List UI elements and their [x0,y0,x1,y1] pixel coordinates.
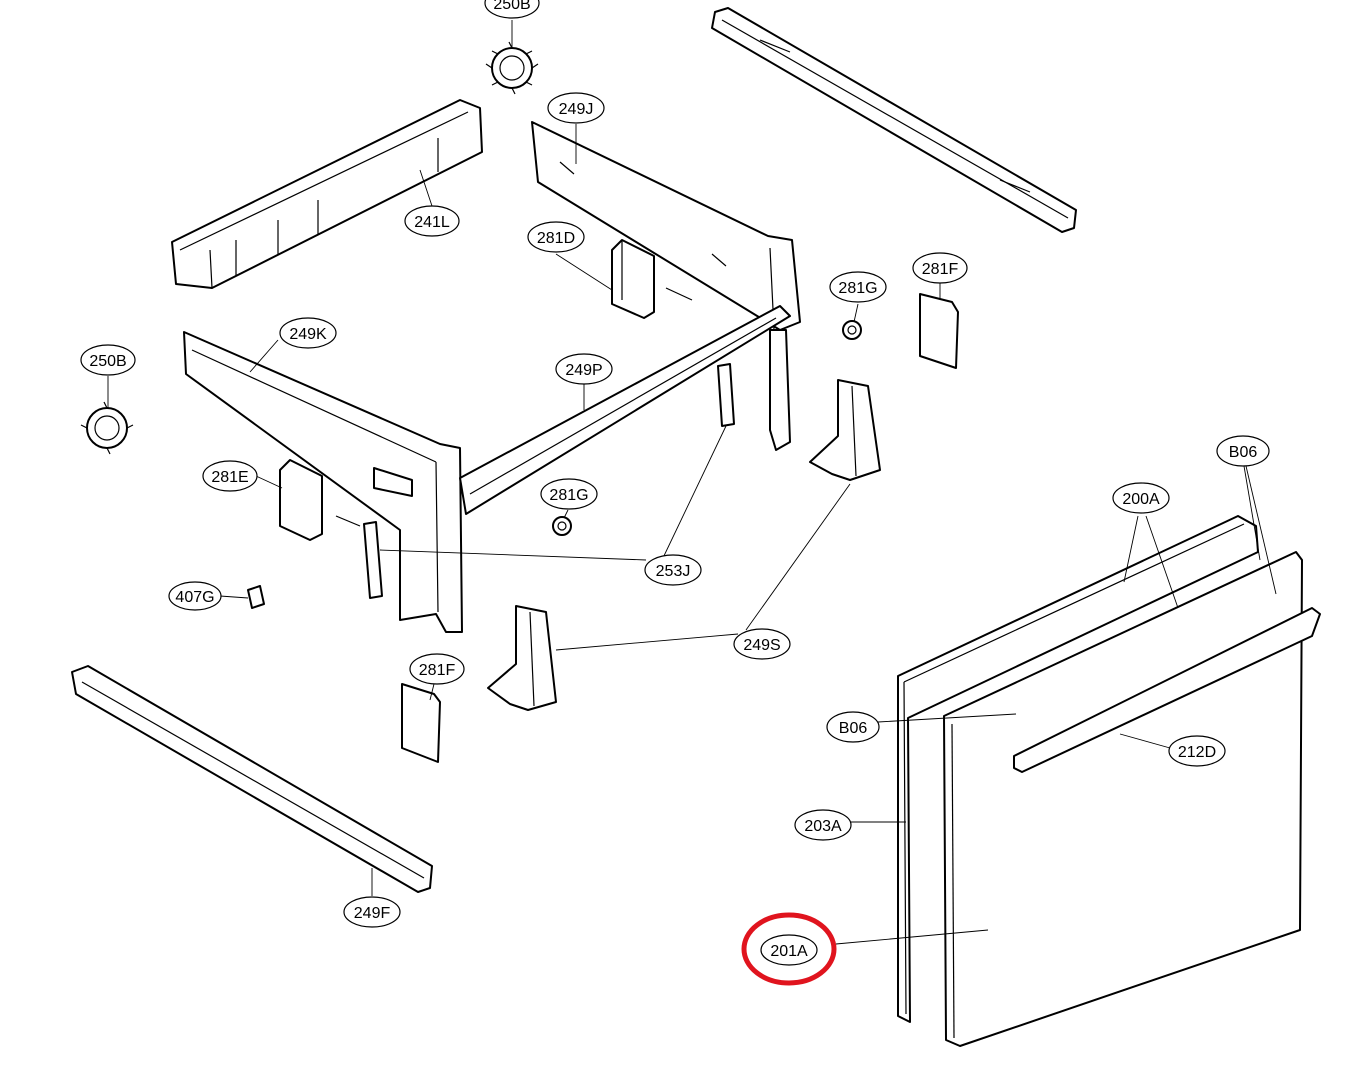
door-panel-201a [943,551,1303,1047]
top-rail [711,7,1077,233]
bracket-281f-bottom [401,683,441,763]
svg-text:200A: 200A [1122,491,1160,508]
svg-text:249S: 249S [743,637,780,654]
bottom-rail-249f [71,665,433,893]
bracket-281e [279,459,361,541]
gear-250b-top [485,41,539,95]
callout-241l[interactable]: 241L [404,205,460,237]
svg-text:281E: 281E [211,469,248,486]
callout-201a[interactable]: 201A [760,934,818,966]
knob-281g-mid [552,516,572,536]
callout-281g-mid[interactable]: 281G [540,478,598,510]
bracket-281f-top [919,293,959,369]
frame-249j [531,121,801,451]
svg-text:281D: 281D [537,230,575,247]
frame-249k [183,331,463,633]
svg-text:249K: 249K [289,326,327,343]
callout-b06-top[interactable]: B06 [1216,435,1270,467]
clip-407g [247,585,265,609]
hinge-249s-upper [809,379,881,481]
callout-250b-left[interactable]: 250B [80,344,136,376]
svg-text:249J: 249J [559,101,594,118]
svg-text:B06: B06 [1229,444,1258,461]
bracket-281d [611,239,693,319]
svg-text:281G: 281G [838,280,877,297]
leader-lines [107,20,1277,945]
callout-281g-top[interactable]: 281G [829,271,887,303]
highlight-ring-201a [741,912,837,986]
callout-253j[interactable]: 253J [644,554,702,586]
callout-249p[interactable]: 249P [555,353,613,385]
callout-281e[interactable]: 281E [202,460,258,492]
svg-text:212D: 212D [1178,744,1216,761]
crossbar-249p [459,305,791,515]
svg-text:281G: 281G [549,487,588,504]
svg-text:B06: B06 [839,720,868,737]
callout-203a[interactable]: 203A [794,809,852,841]
callout-281d[interactable]: 281D [527,221,585,253]
knob-281g-top [842,320,862,340]
svg-text:250B: 250B [89,353,126,370]
callout-212d[interactable]: 212D [1168,735,1226,767]
gear-250b-left [80,401,134,455]
callout-407g[interactable]: 407G [168,581,222,611]
callout-250b-top[interactable]: 250B [484,0,540,19]
callout-b06-left[interactable]: B06 [826,711,880,743]
door-gasket-frame [897,515,1259,1023]
svg-text:201A: 201A [770,943,808,960]
callout-249f[interactable]: 249F [343,896,401,928]
callout-200a[interactable]: 200A [1112,482,1170,514]
hinge-plate-253j-right [717,363,735,427]
hinge-plate-253j-left [363,521,383,599]
svg-text:249P: 249P [565,362,602,379]
svg-text:407G: 407G [175,589,214,606]
svg-text:250B: 250B [493,0,530,13]
hinge-249s-lower [487,605,557,711]
svg-text:281F: 281F [922,261,959,278]
callout-249j[interactable]: 249J [547,92,605,124]
basket-241l [171,99,483,289]
svg-text:203A: 203A [804,818,842,835]
svg-text:253J: 253J [656,563,691,580]
callout-249s[interactable]: 249S [733,628,791,660]
svg-text:281F: 281F [419,662,456,679]
callouts: 250B 249J 241L 281D 281G 281F 249K 250B [80,0,1270,966]
callout-281f-top[interactable]: 281F [912,252,968,284]
callout-249k[interactable]: 249K [279,317,337,349]
svg-text:249F: 249F [354,905,391,922]
svg-text:241L: 241L [414,214,450,231]
door-handle-212d [1013,607,1321,773]
callout-281f-bottom[interactable]: 281F [409,653,465,685]
